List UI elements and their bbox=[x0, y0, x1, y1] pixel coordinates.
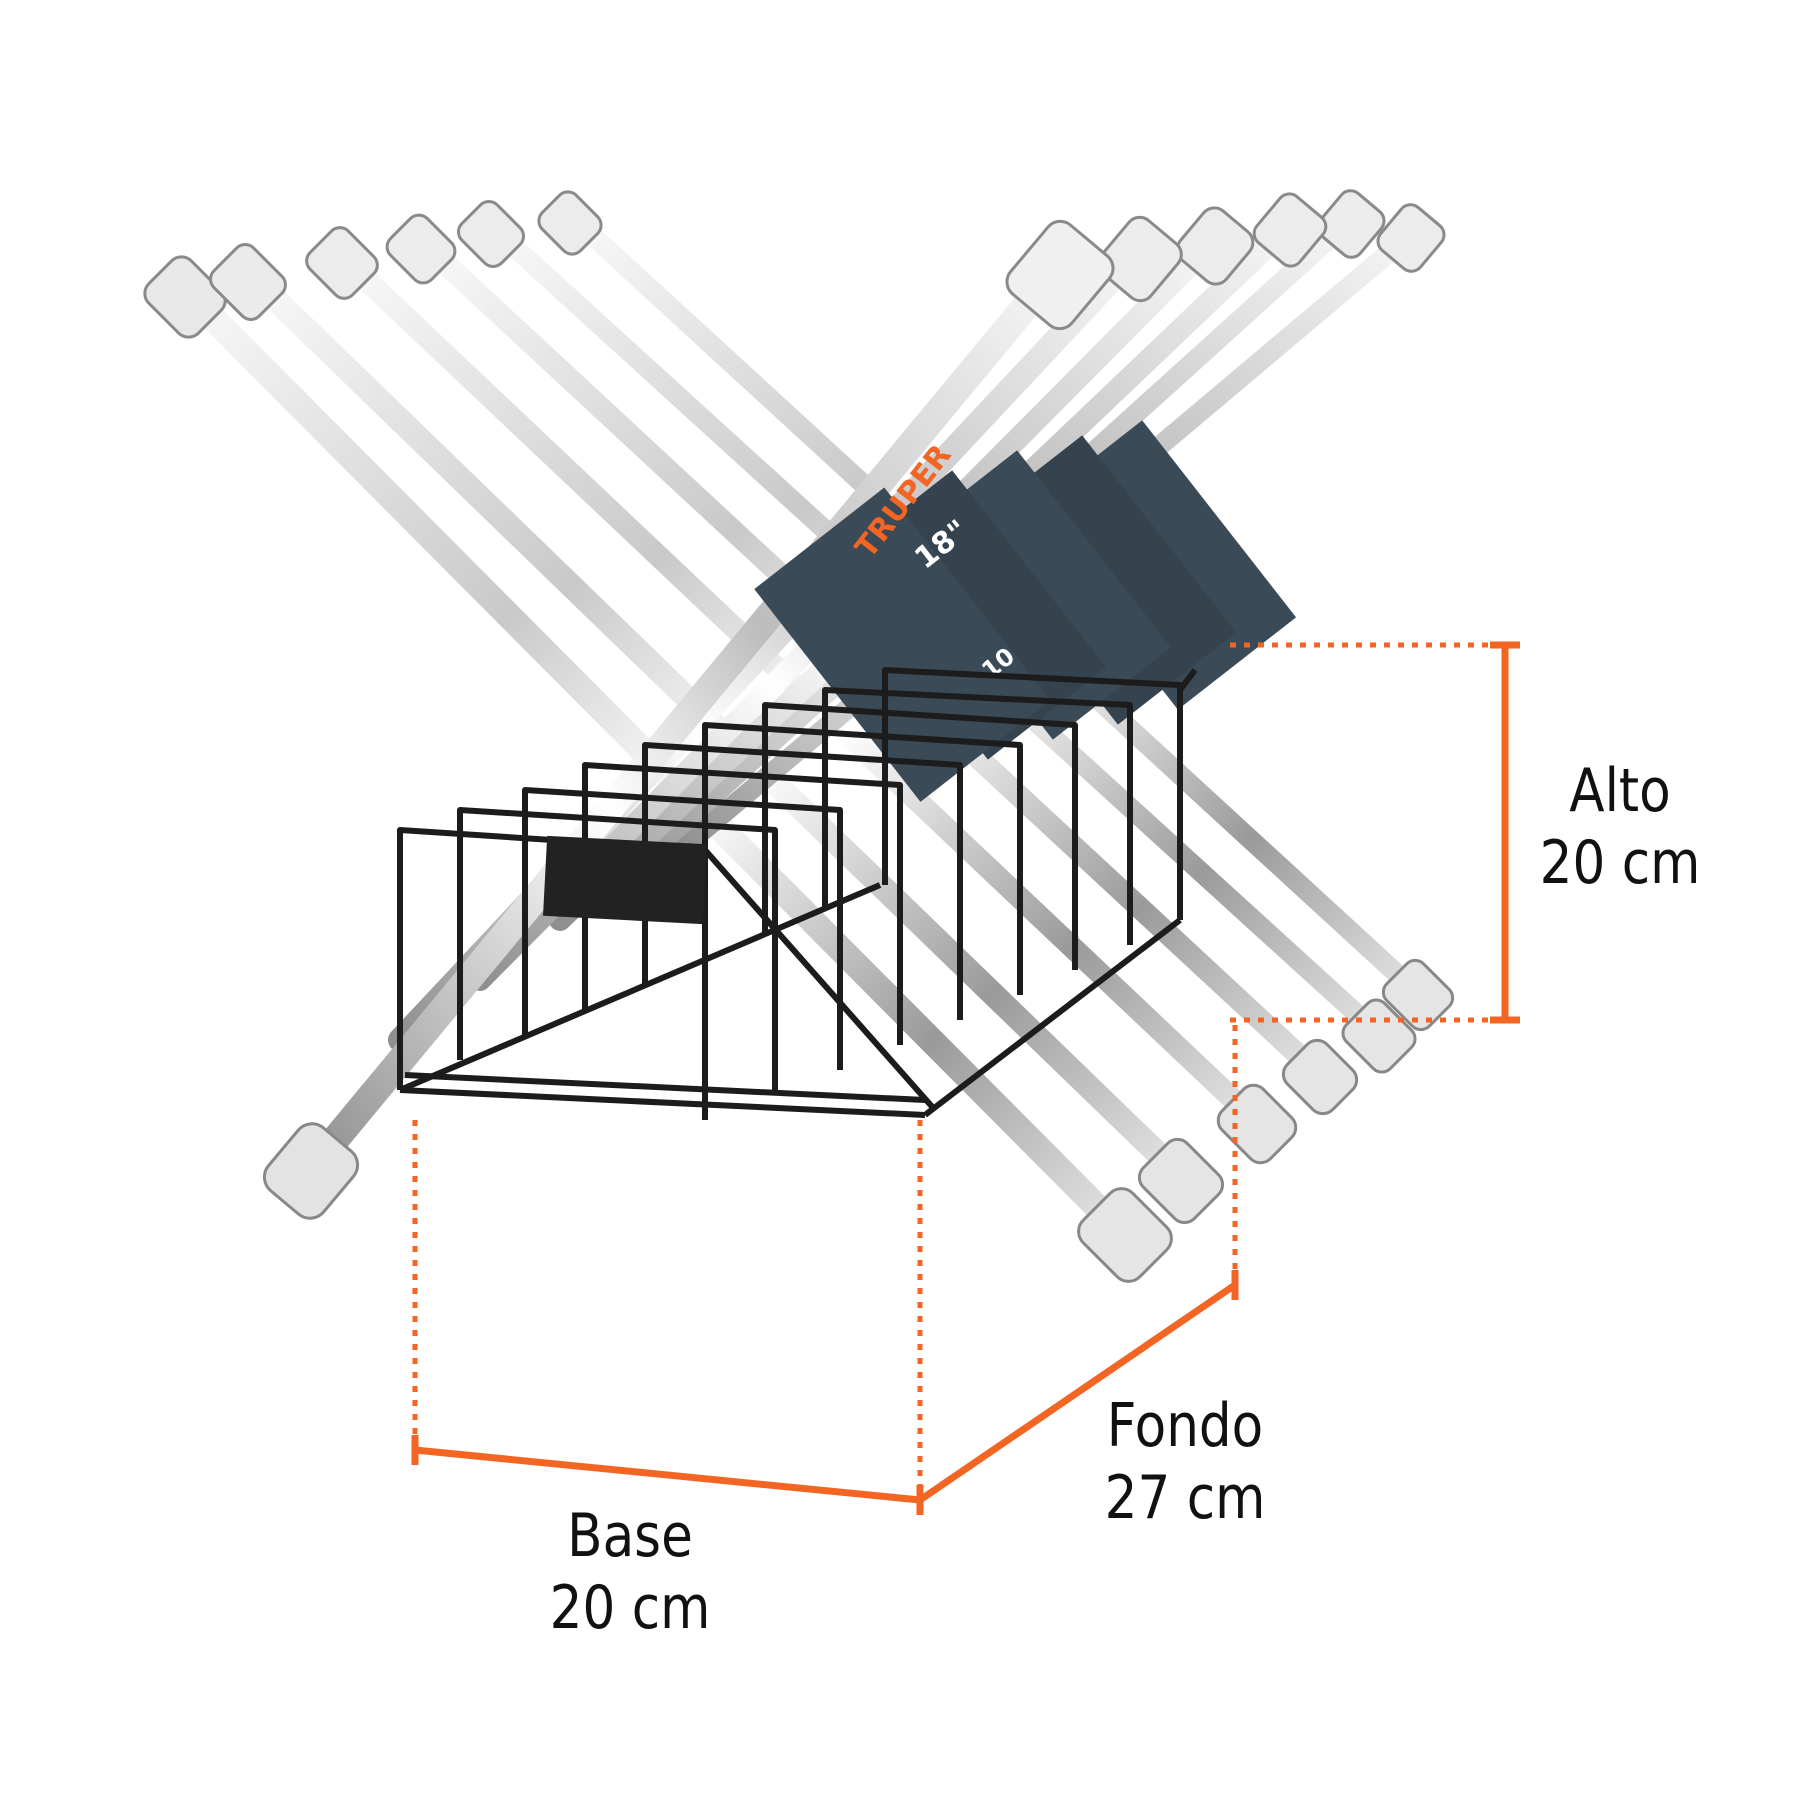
cross-wrench-icon bbox=[262, 219, 1115, 1220]
base-line bbox=[414, 1446, 921, 1504]
dimension-lines bbox=[411, 641, 1520, 1515]
rack-label-plate bbox=[543, 835, 707, 925]
base-dimension: Base 20 cm bbox=[535, 1500, 724, 1644]
fondo-line bbox=[918, 1282, 1237, 1503]
fondo-dimension: Fondo 27 cm bbox=[1090, 1390, 1279, 1534]
base-label: Base bbox=[567, 1501, 693, 1571]
product-tag bbox=[754, 487, 1051, 802]
fondo-value: 27 cm bbox=[1104, 1463, 1266, 1533]
alto-dimension: Alto 20 cm bbox=[1525, 755, 1714, 899]
product-tags: TRUPER 18" 10 bbox=[754, 420, 1297, 802]
alto-value: 20 cm bbox=[1539, 828, 1701, 898]
base-value: 20 cm bbox=[549, 1573, 711, 1643]
alto-label: Alto bbox=[1569, 756, 1671, 826]
fondo-label: Fondo bbox=[1106, 1391, 1264, 1461]
